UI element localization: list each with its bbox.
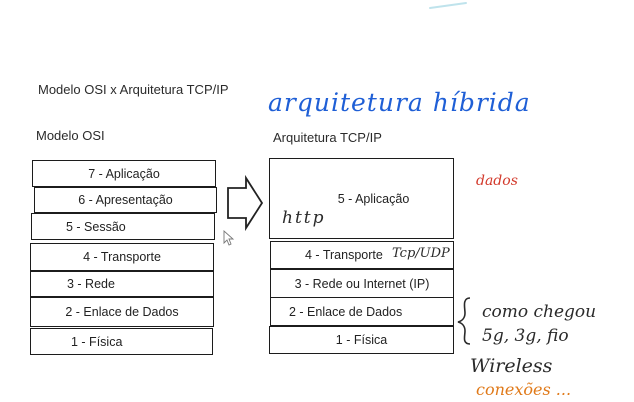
osi-layer-label: 2 - Enlace de Dados: [65, 305, 179, 319]
osi-layer-network: 3 - Rede: [30, 271, 214, 297]
annotation-bottom-orange: conexões ...: [476, 380, 572, 399]
osi-layer-presentation: 6 - Apresentação: [34, 187, 217, 213]
osi-heading: Modelo OSI: [36, 128, 105, 143]
osi-layer-label: 4 - Transporte: [83, 250, 161, 264]
top-stroke: [429, 2, 467, 9]
arrow-right-icon: [227, 174, 264, 232]
tcpip-layer-label: 2 - Enlace de Dados: [289, 304, 403, 319]
annotation-dados: dados: [476, 173, 518, 189]
annotation-como-chegou: como chegou: [482, 302, 597, 322]
annotation-5g-3g-fio: 5g, 3g, fio: [482, 326, 569, 346]
annotation-http: http: [282, 208, 326, 228]
tcpip-layer-label: 5 - Aplicação: [337, 191, 410, 206]
tcpip-heading: Arquitetura TCP/IP: [273, 130, 382, 145]
tcpip-layer-label: 3 - Rede ou Internet (IP): [294, 276, 430, 291]
tcpip-layer-application: 5 - Aplicação: [269, 158, 454, 239]
osi-layer-session: 5 - Sessão: [31, 213, 215, 240]
tcpip-layer-transport: 4 - Transporte: [270, 241, 454, 269]
osi-layer-label: 1 - Física: [71, 334, 123, 349]
curly-brace: [457, 297, 471, 345]
osi-layer-label: 6 - Apresentação: [78, 193, 173, 207]
osi-layer-transport: 4 - Transporte: [30, 243, 214, 271]
osi-layer-application: 7 - Aplicação: [32, 160, 216, 187]
mouse-cursor-icon: [223, 229, 235, 246]
osi-layer-physical: 1 - Física: [30, 328, 213, 355]
tcpip-layer-label: 4 - Transporte: [305, 248, 383, 262]
annotation-tcp-udp: Tcp/UDP: [392, 246, 450, 261]
osi-layer-label: 7 - Aplicação: [88, 166, 160, 181]
tcpip-layer-datalink: 2 - Enlace de Dados: [270, 297, 454, 326]
osi-layer-label: 5 - Sessão: [66, 219, 126, 234]
tcpip-layer-internet: 3 - Rede ou Internet (IP): [270, 269, 454, 298]
tcpip-layer-physical: 1 - Física: [269, 326, 454, 354]
tcpip-layer-label: 1 - Física: [335, 333, 388, 347]
page-title: Modelo OSI x Arquitetura TCP/IP: [38, 82, 229, 97]
annotation-wireless: Wireless: [470, 355, 553, 377]
annotation-hybrid: arquitetura híbrida: [268, 88, 531, 117]
osi-layer-label: 3 - Rede: [67, 277, 115, 291]
osi-layer-datalink: 2 - Enlace de Dados: [30, 297, 214, 327]
